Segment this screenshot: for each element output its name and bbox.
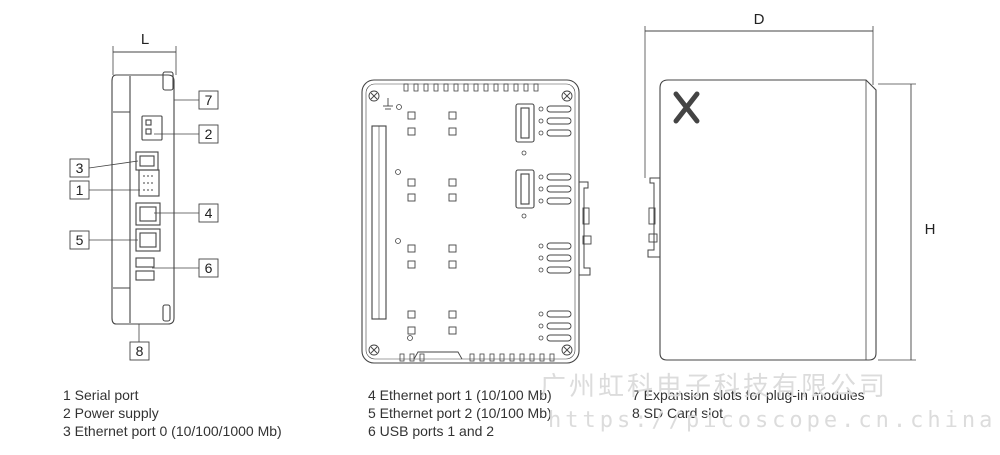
legend-item-expansion-slots: 7 Expansion slots for plug-in modules [632,387,865,403]
callout-4: 4 [205,205,213,221]
callout-8: 8 [136,343,144,359]
callout-7: 7 [205,92,213,108]
watermark-company: 广州虹科电子科技有限公司 [540,372,889,402]
legend-column-1: 1 Serial port 2 Power supply 3 Ethernet … [63,386,282,440]
dimension-label-h: H [925,221,936,238]
legend-item-ethernet-port-0: 3 Ethernet port 0 (10/100/1000 Mb) [63,423,282,439]
front-view [644,26,916,361]
callout-3: 3 [76,160,84,176]
side-view [69,46,219,361]
legend-item-serial-port: 1 Serial port [63,387,139,403]
legend-column-3: 7 Expansion slots for plug-in modules 8 … [632,386,865,422]
callout-1: 1 [76,182,84,198]
dimension-label-d: D [754,11,765,28]
legend-item-sd-card-slot: 8 SD Card slot [632,405,724,421]
legend-item-power-supply: 2 Power supply [63,405,159,421]
rear-view [361,79,592,364]
legend-item-usb-ports: 6 USB ports 1 and 2 [368,423,495,439]
legend-item-ethernet-port-1: 4 Ethernet port 1 (10/100 Mb) [368,387,552,403]
dimension-label-l: L [141,31,149,48]
callout-2: 2 [205,126,213,142]
legend-item-ethernet-port-2: 5 Ethernet port 2 (10/100 Mb) [368,405,552,421]
watermark-url: https://picoscope.cn.china.cn [548,408,1000,433]
callout-labels: 7 2 3 1 4 5 6 8 [76,92,213,359]
callout-5: 5 [76,232,84,248]
legend-column-2: 4 Ethernet port 1 (10/100 Mb) 5 Ethernet… [368,386,552,440]
callout-6: 6 [205,260,213,276]
